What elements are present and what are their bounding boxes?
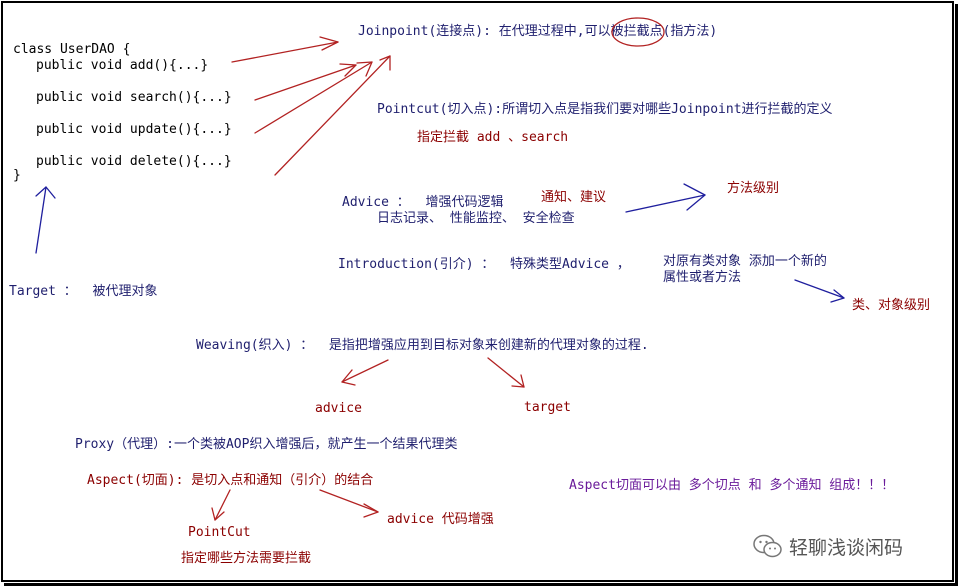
advice-definition: Advice ： 增强代码逻辑 [342, 195, 504, 210]
code-method-update: public void update(){...} [36, 122, 232, 137]
joinpoint-highlight-circle [611, 17, 665, 47]
arrowhead-aspect-pointcut [211, 507, 225, 521]
arrow-aspect-to-advice [319, 489, 379, 513]
arrow-aspect-to-pointcut [214, 489, 231, 521]
wechat-icon [753, 534, 782, 558]
arrow-weaving-to-target [487, 357, 525, 388]
aspect-definition: Aspect(切面): 是切入点和通知（引介）的结合 [87, 473, 374, 488]
arrowhead-weaving-advice [341, 369, 356, 386]
joinpoint-definition: Joinpoint(连接点): 在代理过程中,可以被拦截点(指方法) [358, 24, 717, 40]
weaving-definition: Weaving(织入) ： 是指把增强应用到目标对象来创建新的代理对象的过程. [196, 338, 649, 353]
joinpoint-highlight: 可以 [584, 24, 611, 39]
advice-note: 通知、建议 [541, 190, 607, 205]
arrowhead-target [35, 186, 56, 199]
arrowhead-update [356, 61, 373, 77]
arrow-add-to-joinpoint [231, 41, 339, 63]
weaving-target: target [524, 400, 571, 415]
arrowhead-add [319, 36, 339, 51]
pointcut-definition: Pointcut(切入点):所谓切入点是指我们要对哪些Joinpoint进行拦截… [377, 102, 833, 117]
arrow-weaving-to-advice [341, 359, 389, 383]
arrowhead-advice-level [683, 183, 706, 211]
code-class-line: class UserDAO { [13, 42, 131, 57]
joinpoint-prefix: Joinpoint(连接点): 在代理过程中, [358, 24, 585, 39]
introduction-note-line2: 属性或者方法 [663, 270, 742, 285]
watermark: 轻聊浅谈闲码 [753, 533, 903, 559]
arrowhead-aspect-advice [363, 503, 379, 518]
pointcut-example: 指定拦截 add 、search [417, 130, 569, 145]
arrow-advice-to-level [625, 194, 706, 213]
arrow-update-to-joinpoint [254, 61, 373, 134]
introduction-note-line1: 对原有类对象 添加一个新的 [663, 254, 827, 269]
introduction-definition: Introduction(引介) ： 特殊类型Advice ， [338, 257, 630, 272]
weaving-advice: advice [315, 401, 362, 416]
code-method-add: public void add(){...} [36, 58, 209, 73]
code-close-brace: } [13, 168, 21, 183]
arrowhead-introduction-level [830, 289, 845, 303]
arrow-introduction-to-level [794, 279, 845, 299]
arrow-target-to-class [35, 186, 47, 254]
advice-level: 方法级别 [727, 181, 780, 196]
aspect-pointcut-label: PointCut [188, 525, 251, 540]
arrow-search-to-joinpoint [254, 64, 357, 101]
aspect-composition: Aspect切面可以由 多个切点 和 多个通知 组成！！！ [569, 478, 895, 493]
watermark-text: 轻聊浅谈闲码 [789, 536, 904, 559]
code-method-search: public void search(){...} [36, 90, 232, 105]
advice-examples: 日志记录、 性能监控、 安全检查 [377, 211, 575, 226]
aspect-pointcut-note: 指定哪些方法需要拦截 [181, 551, 312, 566]
introduction-level: 类、对象级别 [852, 298, 931, 313]
code-method-delete: public void delete(){...} [36, 154, 232, 169]
frame-shadow-right [955, 4, 958, 585]
arrowhead-weaving-target [511, 374, 525, 388]
frame-shadow-bottom [4, 583, 958, 586]
arrow-delete-to-joinpoint [274, 55, 391, 176]
proxy-definition: Proxy（代理）:一个类被AOP织入增强后，就产生一个结果代理类 [75, 437, 458, 452]
arrowhead-delete [379, 55, 391, 71]
arrowhead-search [339, 63, 357, 77]
target-label: Target ： 被代理对象 [9, 284, 158, 299]
aspect-advice-label: advice 代码增强 [387, 512, 494, 527]
